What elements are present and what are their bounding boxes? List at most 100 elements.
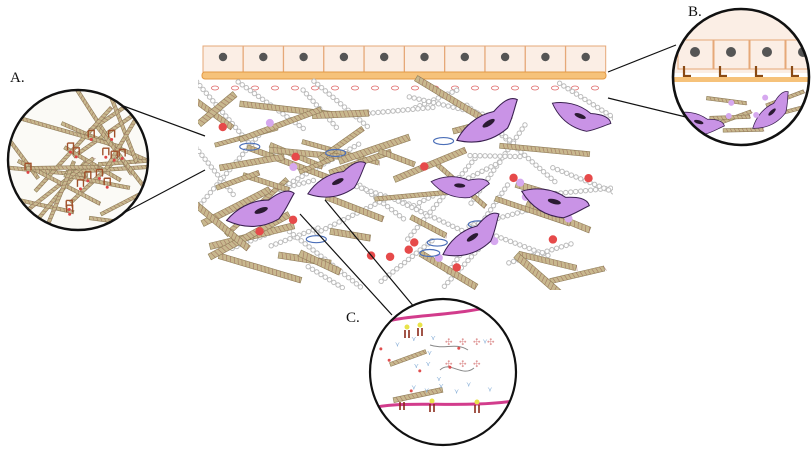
enzyme-glyph: ✣ (459, 338, 467, 348)
cell-nucleus (500, 52, 510, 62)
extracellular-matrix (198, 75, 613, 290)
collagen-fiber (63, 173, 131, 190)
crosslink (24, 162, 32, 171)
ligand-dot (474, 399, 480, 405)
basement-membrane (673, 77, 809, 82)
small-molecule: ⋎ (411, 383, 416, 391)
protein-dot (387, 358, 391, 362)
proteoglycan (419, 248, 441, 258)
cell-nucleus (420, 52, 429, 62)
proteoglycan (325, 148, 347, 158)
inset-a-collagen-network (6, 88, 150, 232)
proteoglycan (432, 136, 455, 146)
cell-nucleus (218, 52, 228, 62)
anchoring-fibril (251, 85, 259, 91)
elastin-chain (311, 78, 371, 130)
anchoring-fibril (311, 85, 319, 91)
collagen-fiber (549, 265, 607, 285)
fibroblast-cell (551, 102, 612, 132)
inset-b-epithelium (671, 7, 811, 147)
callout-lines (117, 44, 691, 316)
fibroblast-cell (456, 98, 518, 143)
anchoring-fibril (211, 85, 219, 91)
collagen-fiber (418, 250, 479, 290)
label-b: B. (688, 4, 702, 20)
anchoring-fibril (471, 85, 479, 91)
cell-nucleus (541, 52, 550, 62)
collagen-fiber (198, 91, 238, 127)
crosslink (76, 179, 85, 187)
protein-dot (218, 122, 227, 132)
fibroblast-cell (307, 161, 367, 198)
elastin-chain (556, 80, 613, 121)
collagen-fiber (722, 127, 765, 133)
collagen-fiber (329, 227, 372, 242)
hemidesmosome (754, 66, 763, 78)
cell-nucleus (339, 52, 349, 62)
protein-dot (288, 215, 298, 225)
crosslink (110, 150, 118, 159)
crosslink (118, 148, 126, 157)
anchoring-fibril (271, 85, 279, 91)
anchoring-fibril (591, 85, 599, 91)
crosslink-dot (74, 155, 78, 159)
protein-dot (255, 227, 264, 236)
collagen-fiber (26, 164, 100, 171)
crosslink-dot (112, 158, 116, 162)
protein-dot (404, 245, 413, 254)
anchoring-fibril (291, 85, 299, 91)
small-molecule: ⋎ (454, 388, 459, 396)
protein-dot (448, 365, 452, 369)
protein-dot (762, 94, 769, 101)
fibril (439, 366, 475, 372)
anchoring-fibril (351, 85, 359, 91)
crosslink-dot (89, 137, 93, 141)
ligand-dot (429, 398, 435, 404)
inset-c-cell-interface: ✣✣✣✣✣✣✣⋎⋎⋎⋎⋎⋎⋎⋎⋎⋎⋎⋎⋎⋎ (368, 297, 518, 447)
collagen-fiber (311, 109, 370, 119)
crosslink (84, 171, 92, 179)
enzyme-glyph: ✣ (445, 360, 453, 370)
integrin (429, 404, 435, 412)
protein-dot (548, 235, 558, 244)
cell-nucleus (460, 52, 469, 62)
fibroblast-cells (225, 98, 612, 257)
fibril (429, 344, 469, 351)
crosslink (95, 168, 104, 177)
protein-dot (728, 99, 735, 106)
elastin-chain (305, 263, 346, 290)
protein-dot (409, 389, 413, 393)
small-molecule: ⋎ (395, 341, 400, 349)
collagen-fiber (215, 170, 261, 191)
crosslink-dot (69, 150, 73, 154)
small-molecule: ⋎ (482, 338, 487, 346)
collagen-fiber (513, 252, 574, 290)
collagen-fiber (392, 387, 444, 403)
collagen-fiber (409, 214, 448, 239)
collagen-fiber (337, 133, 411, 165)
collagen-fiber (499, 142, 591, 158)
protein-dot (725, 112, 732, 119)
crosslink-dot (104, 155, 108, 159)
small-molecule: ⋎ (424, 386, 429, 394)
elastin-chain (378, 238, 435, 285)
collagen-fiber (298, 156, 335, 175)
protein-dot (385, 252, 395, 261)
collagen-fiber (517, 250, 578, 272)
anchoring-fibril (391, 85, 399, 91)
anchoring-fibril (231, 85, 239, 91)
protein-dot (418, 369, 422, 373)
protein-dot (457, 346, 461, 350)
protein-dot (516, 178, 525, 187)
small-molecule: ⋎ (466, 381, 471, 389)
fibroblast-cell (430, 176, 490, 199)
fibroblast-cell (225, 190, 295, 227)
elastin-chain (467, 152, 523, 160)
crosslink-dot (68, 212, 72, 216)
anchoring-fibril (571, 85, 579, 91)
protein-dot (452, 263, 461, 272)
crosslink-dot (120, 156, 124, 160)
cell-nucleus (726, 47, 736, 57)
cell-nucleus (690, 47, 700, 57)
small-molecule: ⋎ (426, 360, 431, 368)
